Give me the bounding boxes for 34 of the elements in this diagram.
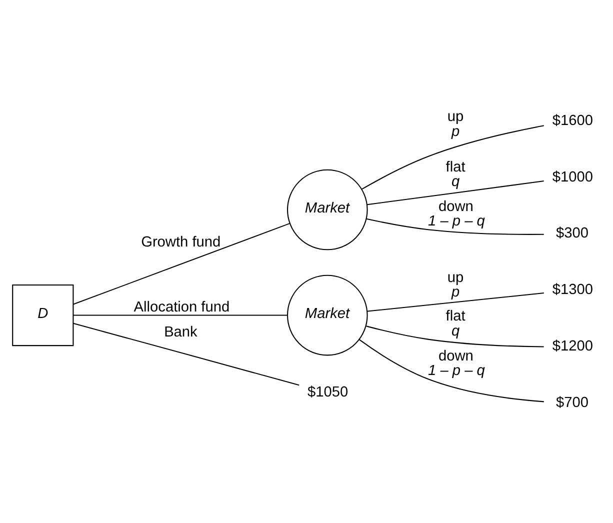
edge-label: down xyxy=(438,348,474,364)
node-text: $300 xyxy=(556,225,589,242)
node-text: $1200 xyxy=(552,338,593,354)
connector xyxy=(366,218,544,234)
connector xyxy=(73,322,300,386)
edge-label: p xyxy=(452,284,460,300)
edge-label: q xyxy=(452,322,460,339)
edge-label: up xyxy=(447,108,464,125)
connector xyxy=(73,314,288,316)
connector xyxy=(359,338,544,402)
edge-label: 1 – p – q xyxy=(428,213,485,230)
edge-label: flat xyxy=(446,308,466,324)
node-text: $1300 xyxy=(552,282,593,298)
edge-label: Allocation fund xyxy=(134,298,230,315)
edge-label: up xyxy=(447,270,464,286)
edge-label: p xyxy=(452,123,460,140)
node-circle: Market xyxy=(286,274,368,356)
connector xyxy=(362,124,544,190)
edge-label: flat xyxy=(446,158,466,175)
node-text: $1000 xyxy=(552,168,593,185)
edge-label: down xyxy=(438,198,474,215)
node-text: $700 xyxy=(556,394,589,410)
node-circle: Market xyxy=(286,168,368,250)
edge-label: Growth fund xyxy=(141,234,221,250)
node-box: D xyxy=(12,284,74,346)
connector xyxy=(73,222,290,304)
edge-label: q xyxy=(452,173,460,190)
node-text: $1600 xyxy=(552,112,593,128)
edge-label: 1 – p – q xyxy=(428,362,485,379)
connector xyxy=(367,180,544,205)
node-text: $1050 xyxy=(308,384,348,400)
connector xyxy=(366,325,544,347)
edge-label: Bank xyxy=(164,324,198,340)
connector xyxy=(367,292,544,312)
